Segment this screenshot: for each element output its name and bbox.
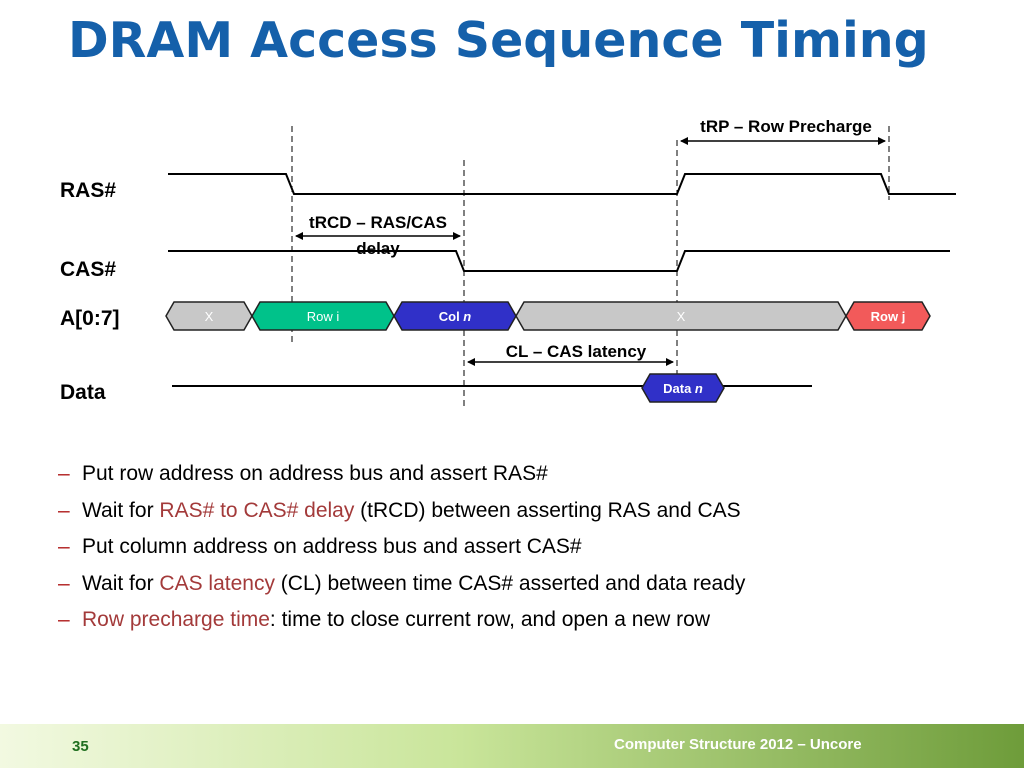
bullet-dash: – — [58, 608, 70, 631]
data-seg-n — [641, 373, 725, 403]
highlight-term: CAS latency — [159, 571, 275, 595]
trcd-label-line1: tRCD – RAS/CAS — [309, 213, 447, 232]
bullet-text: Put row address on address bus and asser… — [82, 462, 548, 485]
address-bus — [165, 301, 931, 331]
bullet-text: (tRCD) between asserting RAS and CAS — [354, 498, 741, 522]
bullet-text: Put column address on address bus and as… — [82, 535, 582, 558]
trp-label: tRP – Row Precharge — [700, 117, 872, 136]
ras-waveform — [168, 173, 956, 195]
addr-seg-col-n-label: Col n — [439, 309, 472, 324]
addr-seg-row-j-label: Row j — [871, 309, 906, 324]
highlight-term: Row precharge time — [82, 608, 270, 631]
bullet-dash: – — [58, 571, 70, 595]
data-label: Data — [60, 381, 106, 404]
addr-seg-x2 — [515, 301, 847, 331]
highlight-term: RAS# to CAS# delay — [159, 498, 355, 522]
bullet-dash: – — [58, 535, 70, 558]
reference-lines — [291, 126, 890, 410]
bullet-text: (CL) between time CAS# asserted and data… — [274, 571, 746, 595]
addr-seg-row-i — [251, 301, 395, 331]
page-number: 35 — [72, 738, 89, 755]
cas-waveform — [168, 250, 950, 272]
cas-label: CAS# — [60, 258, 116, 281]
addr-seg-row-i-label: Row i — [307, 309, 340, 324]
footer-text: Computer Structure 2012 – Uncore — [614, 736, 862, 753]
timing-diagram: RAS# CAS# A[0:7] Data X Row i Col n X Ro… — [60, 117, 956, 410]
bullet-item: –Wait for CAS latency (CL) between time … — [58, 566, 745, 603]
bullet-item: –Row precharge time: time to close curre… — [58, 602, 745, 639]
addr-seg-col-n — [393, 301, 517, 331]
trcd-label-line2: delay — [356, 239, 400, 258]
addr-seg-x1 — [165, 301, 253, 331]
col-variable: n — [463, 309, 471, 324]
bullet-item: –Wait for RAS# to CAS# delay (tRCD) betw… — [58, 493, 745, 530]
addr-seg-x2-label: X — [677, 309, 686, 324]
data-variable: n — [695, 381, 703, 396]
ras-label: RAS# — [60, 179, 116, 202]
col-prefix: Col — [439, 309, 464, 324]
bullet-dash: – — [58, 498, 70, 522]
footer-bar: 35 Computer Structure 2012 – Uncore — [0, 724, 1024, 768]
bullet-dash: – — [58, 462, 70, 485]
data-seg-label: Data n — [663, 381, 703, 396]
addr-seg-x1-label: X — [205, 309, 214, 324]
addr-seg-row-j — [845, 301, 931, 331]
bullet-text: : time to close current row, and open a … — [269, 608, 710, 631]
address-label: A[0:7] — [60, 307, 120, 330]
bullet-list: –Put row address on address bus and asse… — [58, 456, 745, 639]
bullet-item: –Put column address on address bus and a… — [58, 529, 745, 566]
bullet-item: –Put row address on address bus and asse… — [58, 456, 745, 493]
slide-title: DRAM Access Sequence Timing — [68, 12, 929, 69]
bullet-text: Wait for — [82, 498, 160, 522]
bullet-text: Wait for — [82, 571, 160, 595]
data-prefix: Data — [663, 381, 695, 396]
cl-label: CL – CAS latency — [506, 342, 647, 361]
